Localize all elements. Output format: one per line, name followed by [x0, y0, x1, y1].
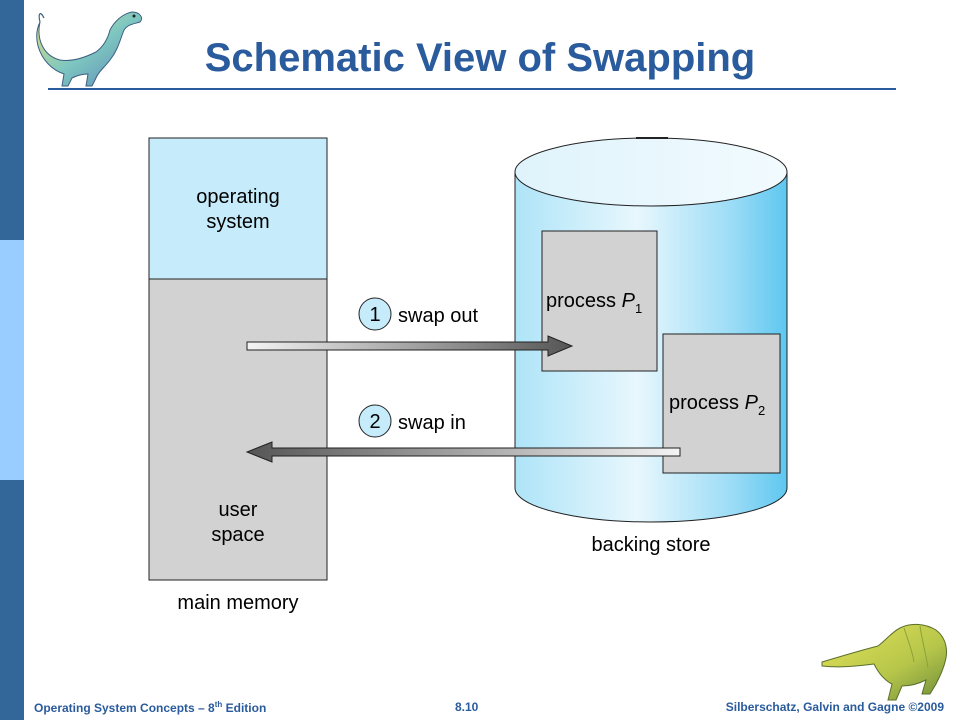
operating-system-region: [148, 137, 328, 280]
swap-in-label: swap in: [398, 412, 466, 434]
process-p2-box: [662, 333, 781, 474]
operating-system-label-line1: operating: [196, 186, 279, 208]
backing-store-cylinder: process P1 process P2 backing store: [514, 137, 788, 556]
user-space-region: [148, 278, 328, 581]
user-space-label-line2: space: [211, 524, 264, 546]
sidebar-stripe-bottom: [0, 480, 24, 720]
swap-in-arrow: 2 swap in: [245, 404, 681, 463]
footer-book-title: Operating System Concepts – 8th Edition: [34, 700, 267, 715]
main-memory-caption: main memory: [177, 592, 298, 614]
slide-title: Schematic View of Swapping: [204, 36, 756, 80]
user-space-label-line1: user: [219, 499, 258, 521]
backing-store-caption: backing store: [592, 534, 711, 556]
sidebar-stripe-top: [0, 0, 24, 240]
dinosaur-mascot-icon: [36, 11, 143, 87]
footer-authors: Silberschatz, Galvin and Gagne ©2009: [725, 700, 944, 714]
step-2-badge: [358, 404, 392, 438]
swap-out-label: swap out: [398, 305, 478, 327]
main-memory-block: operating system user space main memory: [148, 137, 328, 614]
process-p1-label: process P1: [546, 290, 642, 316]
step-1-badge: [358, 297, 392, 331]
footer-slide-number: 8.10: [455, 700, 479, 714]
title-underline: [48, 88, 896, 90]
operating-system-label-line2: system: [206, 211, 269, 233]
swap-out-arrow: 1 swap out: [246, 297, 574, 357]
process-p2-label: process P2: [669, 392, 765, 418]
step-1-number: 1: [369, 304, 380, 326]
step-2-number: 2: [369, 411, 380, 433]
sidebar-stripe-middle: [0, 240, 24, 480]
dinosaur-mascot-icon: [821, 623, 947, 701]
